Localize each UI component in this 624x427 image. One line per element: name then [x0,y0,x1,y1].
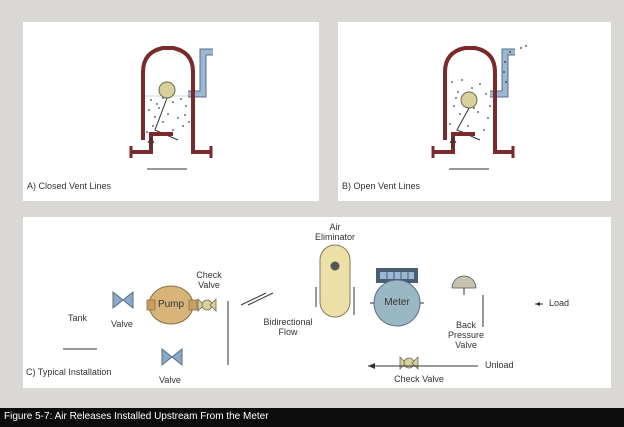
load-label: Load [549,298,570,308]
open-vent-air-eliminator-diagram [431,45,527,170]
panel-closed-vent: A) Closed Vent Lines [23,22,319,201]
unload-label: Unload [485,360,514,370]
figure-caption-bar: Figure 5-7: Air Releases Installed Upstr… [0,408,624,427]
typical-installation-diagram [63,244,543,370]
check-valve-bottom-label: Check Valve [394,374,444,384]
panel-b-caption: B) Open Vent Lines [342,181,421,191]
check-valve-top-label: Check Valve [196,270,222,290]
pump-label: Pump [157,299,185,310]
valve-label-top: Valve [111,319,133,329]
panel-typical-installation: Tank Valve Pump Check Valve Air Eliminat… [23,217,611,388]
tank-label: Tank [68,313,88,323]
figure-caption: Figure 5-7: Air Releases Installed Upstr… [4,411,269,422]
closed-vent-air-eliminator-diagram [129,46,213,170]
panel-a-caption: A) Closed Vent Lines [27,181,112,191]
air-eliminator-label: Air Eliminator [314,222,355,242]
panel-open-vent: B) Open Vent Lines [338,22,611,201]
top-check-valve-icon [197,298,217,312]
air-eliminator-icon [319,244,351,318]
top-valve-icon [112,290,134,310]
valve-label-bottom: Valve [159,375,181,385]
panel-c-caption: C) Typical Installation [26,367,112,377]
bidirectional-flow-label: Bidirectional Flow [263,317,313,337]
meter-label: Meter [384,297,410,308]
back-pressure-valve-icon [451,275,477,289]
back-pressure-valve-label: Back Pressure Valve [447,320,484,350]
bottom-check-valve-icon [399,356,419,370]
bottom-valve-icon [161,347,183,367]
